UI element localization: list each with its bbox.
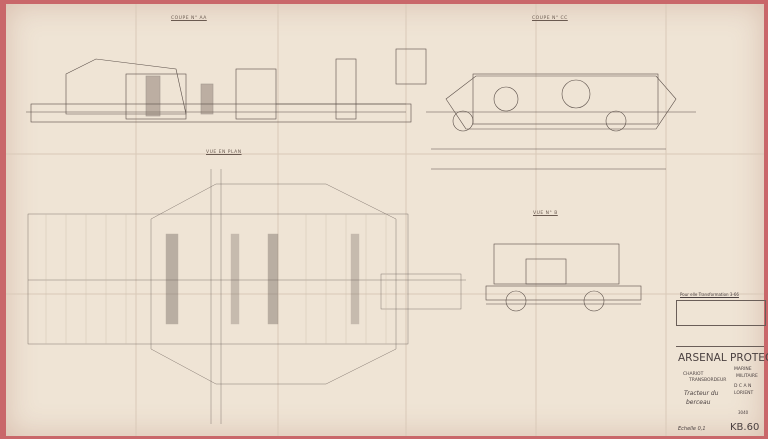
plan-view-drawing [27,169,466,424]
site-line1: D C A N [734,384,752,389]
plan-view-label: VUE EN PLAN [206,150,242,155]
service-line2: MILITAIRE [736,374,758,379]
number-small: 3040 [738,410,749,415]
view-b-label: VUE N° B [533,211,558,216]
revision-note: Pour elle Transformation 3-66 [680,292,739,297]
drawing-title-line2: berceau [686,399,711,406]
section-cc-label: COUPE N° CC [532,16,568,21]
subject-line2: TRANSBORDEUR [689,378,727,383]
site-line2: LORIENT [734,391,754,396]
section-aa-label: COUPE N° AA [171,16,207,21]
section-aa-drawing [26,48,427,123]
title-block: Pour elle Transformation 3-66 ARSENAL PR… [676,292,768,439]
service-line1: MARINE [734,367,752,372]
title-frame [676,346,764,439]
technical-drawing [6,4,764,436]
drawing-title-line1: Tracteur du [684,390,719,397]
section-cc-drawing [426,73,696,170]
subject-line1: CHARIOT [683,372,704,377]
drawing-sheet: COUPE N° AA COUPE N° CC VUE EN PLAN VUE … [6,4,768,439]
scale: Echelle 0,1 [678,426,706,432]
revision-table [676,300,766,326]
drawing-number: KB.60 [730,422,760,433]
organization: ARSENAL PROTEGE [678,352,768,364]
fold-lines [6,4,764,436]
plan-hatching [45,214,387,344]
view-b-drawing [485,243,642,312]
